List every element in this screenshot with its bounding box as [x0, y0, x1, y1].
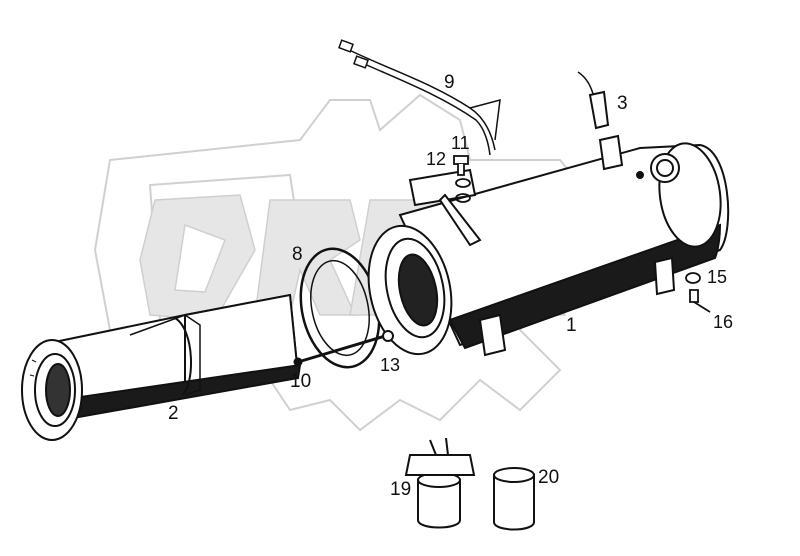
part-20-filter [493, 467, 535, 531]
label-part-1: 1 [566, 315, 577, 336]
part-16-bolt [689, 289, 711, 313]
part-15-washer [685, 272, 701, 284]
part-10-rod [293, 334, 386, 367]
part-1-main-cylinder [367, 134, 730, 357]
label-part-2: 2 [168, 403, 179, 424]
label-part-19: 19 [390, 479, 412, 500]
part-9-wire-harness [338, 39, 501, 156]
part-3-sensor-probe [577, 71, 610, 130]
label-part-10: 10 [290, 371, 312, 392]
label-part-15: 15 [707, 267, 728, 287]
label-part-8: 8 [292, 244, 303, 265]
label-part-13: 13 [380, 355, 401, 375]
label-part-3: 3 [617, 93, 628, 114]
part-11-screw [453, 155, 469, 176]
label-part-20: 20 [538, 467, 560, 488]
label-part-16: 16 [713, 312, 734, 332]
part-2-front-tube [21, 293, 302, 441]
label-part-11: 11 [451, 133, 470, 153]
part-12-washer [455, 178, 471, 203]
part-19-pump [404, 437, 476, 529]
part-13-nut [382, 330, 394, 342]
label-part-9: 9 [444, 72, 455, 93]
label-part-12: 12 [426, 149, 447, 169]
